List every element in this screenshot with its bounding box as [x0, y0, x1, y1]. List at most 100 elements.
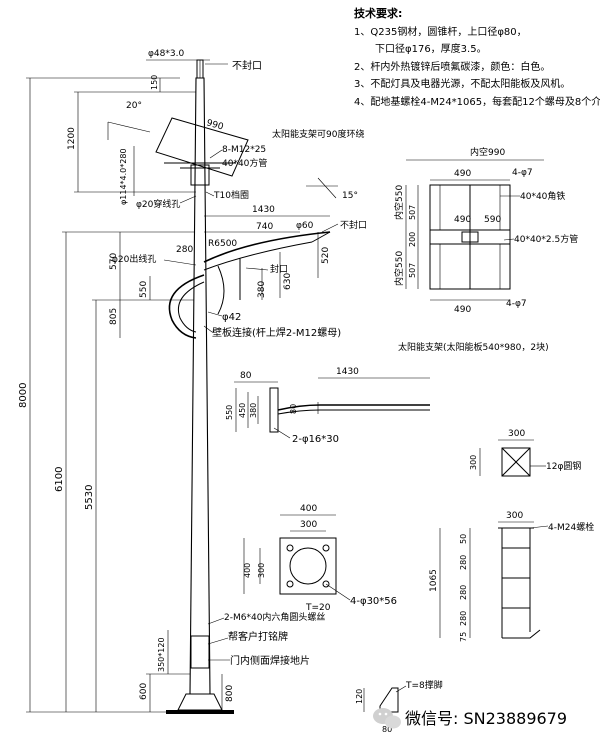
dim-590: 590: [484, 215, 501, 225]
dim-150: 150: [150, 75, 159, 90]
dim-4-7-bottom: 4-φ7: [506, 299, 527, 309]
square-tube-40: 40*40方管: [222, 157, 267, 169]
curved-arm-lower: [203, 241, 313, 271]
dim-42: φ42: [222, 312, 241, 323]
dim-380: 380: [257, 281, 267, 298]
stiffener-t8: T=8撑脚: [405, 679, 443, 691]
base-plate-square: [279, 537, 337, 595]
anchor-cage: 300 4-M24螺栓 1065 50 280 280 280 75: [429, 511, 594, 642]
pole-door: [190, 635, 210, 669]
dim-60: φ60: [296, 221, 314, 231]
dim-5530: 5530: [84, 485, 95, 510]
base-dim-400b: 400: [243, 563, 252, 578]
dim-600: 600: [139, 683, 149, 700]
wechat-icon: [373, 708, 401, 729]
dim-8000: 8000: [18, 383, 29, 408]
bracket-rotate-note: 太阳能支架可90度环绕: [272, 128, 364, 140]
ground-plate: 门内侧面焊接地片: [230, 654, 310, 667]
stiffener-shape: [379, 687, 399, 713]
dim-280: 280: [176, 245, 193, 255]
solar-panel-side: [155, 117, 249, 177]
wall-plate: 壁板连接(杆上焊2-M12螺母): [212, 326, 341, 339]
cage-top-300b: 300: [469, 455, 478, 470]
tech-requirements: 技术要求: 1、Q235钢材，圆锥杆，上口径φ80， 下口径φ176，厚度3.5…: [354, 6, 600, 108]
base-dim-300a: 300: [300, 520, 317, 530]
bracket-caption: 太阳能支架(太阳能板540*980，2块): [398, 341, 549, 353]
dim-520: 520: [321, 247, 331, 264]
watermark-text: 微信号: SN23889679: [405, 709, 567, 728]
dim-507-top: 507: [408, 205, 417, 220]
dim-630: 630: [283, 273, 293, 290]
square-tube: 40*40*2.5方管: [514, 233, 578, 245]
r6500: R6500: [208, 239, 237, 249]
base-flange: [166, 710, 234, 714]
dim-1430: 1430: [252, 205, 275, 215]
main-pole: 8000 6100 5530 570 805 φ48*3.0 不封口 150 1…: [18, 49, 367, 714]
cage-square: [501, 447, 531, 477]
base-holes: 4-φ30*56: [350, 596, 397, 607]
sealed: 封口: [270, 263, 288, 275]
dim-990-side: 990: [205, 118, 225, 132]
angle-20: 20°: [126, 101, 142, 111]
bolt-8m12: 8-M12*25: [222, 145, 266, 155]
pipe-dim: φ114*4.0*280: [119, 148, 128, 205]
base-t20: T=20: [305, 603, 331, 613]
arm-dim-380: 380: [249, 403, 258, 418]
inner-990: 内空990: [470, 146, 505, 158]
arm-dim-80a: 80: [240, 371, 252, 381]
dim-800: 800: [225, 685, 235, 702]
dim-4-7-top: 4-φ7: [512, 168, 533, 178]
tech-item-1: 1、Q235钢材，圆锥杆，上口径φ80，: [354, 25, 527, 38]
base-stiffeners: [177, 693, 223, 711]
exit-hole: φ20出线孔: [112, 253, 156, 265]
arm-dim-450: 450: [238, 403, 247, 418]
arm-holes: 2-φ16*30: [292, 434, 339, 445]
curved-arm-upper: [203, 231, 331, 263]
inner-550-bottom: 内空550: [393, 251, 405, 286]
pole-shaft: [189, 77, 211, 695]
tech-item-2: 2、杆内外热镀锌后喷氟碳漆，颜色：白色。: [354, 60, 550, 73]
support-arc-outer: [168, 274, 205, 339]
arm-dim-1430: 1430: [336, 367, 359, 377]
dim-805: 805: [109, 308, 119, 325]
tech-requirements-title: 技术要求:: [354, 6, 402, 20]
dim-200: 200: [408, 232, 417, 247]
angle-iron: 40*40角铁: [520, 190, 565, 202]
cage-dim-280a: 280: [459, 555, 468, 570]
bracket-center-plate: [461, 231, 479, 243]
base-dim-400a: 400: [300, 504, 317, 514]
cage-side-300: 300: [506, 511, 523, 521]
dim-507-bottom: 507: [408, 263, 417, 278]
anchor-bolts: 4-M24螺栓: [548, 521, 594, 533]
t10-ring: T10档圈: [213, 189, 249, 201]
angle-15: 15°: [342, 191, 358, 201]
dim-490-bottom: 490: [454, 305, 471, 315]
dim-550: 550: [139, 281, 149, 298]
cage-dim-280c: 280: [459, 611, 468, 626]
base-dim-300b: 300: [257, 563, 266, 578]
hole-20: φ20穿线孔: [136, 198, 180, 210]
cage-dim-50: 50: [459, 534, 468, 544]
bracket-sleeve: [190, 164, 210, 186]
cage-dim-280b: 280: [459, 585, 468, 600]
dim-740: 740: [256, 222, 273, 232]
watermark: 微信号: SN23889679: [373, 708, 567, 729]
top-dim: φ48*3.0: [148, 49, 184, 59]
round-steel: 12φ圆钢: [546, 460, 581, 472]
inner-550-top: 内空550: [393, 185, 405, 220]
tech-item-3: 3、不配灯具及电器光源，不配太阳能板及风机。: [354, 77, 570, 90]
arm-tube-side: [277, 404, 430, 411]
arm-dim-550: 550: [225, 405, 234, 420]
base-plate-hole: [289, 547, 327, 585]
dim-490-top: 490: [454, 169, 471, 179]
arm-detail: 80 1430 550 450 380 80 2-φ16*30: [225, 367, 430, 445]
dim-1200: 1200: [67, 127, 77, 150]
dim-350: 350*120: [157, 637, 166, 672]
cage-top-300: 300: [508, 429, 525, 439]
rebar-cage-top: 300 300 12φ圆钢: [469, 429, 581, 477]
hex-bolt: 2-M6*40内六角圆头螺丝: [224, 611, 325, 623]
tech-item-4: 4、配地基螺栓4-M24*1065，每套配12个螺母及8个介子。: [354, 95, 600, 108]
support-arc-inner: [178, 281, 205, 333]
nameplate: 帮客户打铭牌: [228, 630, 288, 643]
